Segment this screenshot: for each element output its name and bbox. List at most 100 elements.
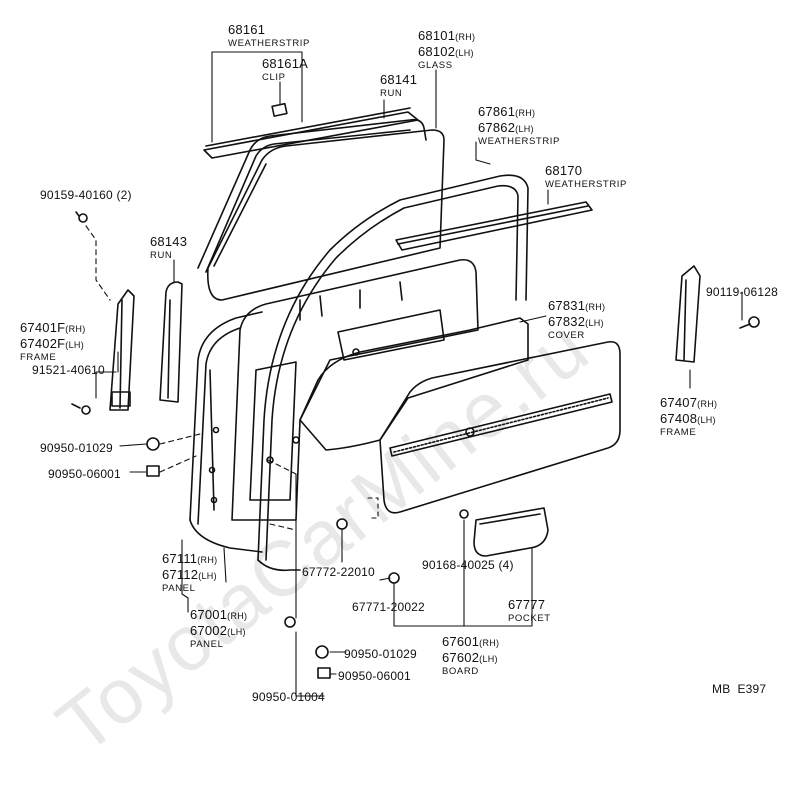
part-name: PANEL (162, 583, 196, 594)
part-number: 67602 (442, 650, 480, 665)
callout-67771: 67771-20022 (352, 599, 425, 615)
side-code: (LH) (479, 654, 498, 664)
callout-68161a: 68161A CLIP (262, 56, 308, 83)
callout-90119: 90119-06128 (706, 284, 778, 300)
panel-67111 (231, 258, 479, 521)
callout-67401f: 67401F(RH) 67402F(LH) FRAME (20, 320, 86, 363)
part-number: 67408 (660, 411, 698, 426)
part-name: GLASS (418, 60, 453, 71)
part-number: 67112 (162, 567, 199, 582)
callout-90950-06001-bottom: 90950-06001 (338, 668, 411, 684)
side-code: (RH) (585, 302, 606, 312)
frame-67401f (109, 289, 135, 411)
part-number: 90159-40160 (2) (40, 188, 132, 202)
part-name: RUN (380, 88, 403, 99)
run-68143 (159, 281, 183, 403)
side-code: (RH) (197, 555, 218, 565)
part-number: 68170 (545, 163, 583, 178)
part-name: WEATHERSTRIP (545, 179, 627, 190)
part-number: 67407 (660, 395, 698, 410)
part-number: 68102 (418, 44, 456, 59)
part-name: PANEL (190, 639, 224, 650)
part-name: POCKET (508, 613, 551, 624)
part-number: 90119-06128 (706, 285, 779, 299)
cover-67831 (299, 317, 529, 451)
side-code: (LH) (227, 627, 246, 637)
part-number: 67001 (190, 607, 228, 622)
part-number: 90950-06001 (338, 669, 411, 683)
callout-90159: 90159-40160 (2) (40, 187, 132, 203)
part-number: 90950-01029 (344, 647, 417, 661)
part-number: 68101 (418, 28, 456, 43)
weatherstrip-67861 (257, 174, 529, 572)
part-number: 67772-22010 (302, 565, 375, 579)
frame-67407 (675, 265, 701, 363)
part-number: 67601 (442, 634, 480, 649)
callout-90950-01029-bottom: 90950-01029 (344, 646, 417, 662)
callout-91521: 91521-40610 (32, 362, 105, 378)
part-name: COVER (548, 330, 585, 341)
clip-68161a (271, 102, 288, 117)
callout-67861: 67861(RH) 67862(LH) WEATHERSTRIP (478, 104, 560, 147)
callout-68101: 68101(RH) 68102(LH) GLASS (418, 28, 475, 71)
callout-67772: 67772-22010 (302, 564, 375, 580)
part-number: 90950-01004 (252, 690, 325, 704)
part-name: CLIP (262, 72, 286, 83)
pocket-67777 (473, 507, 549, 557)
part-number: 90950-06001 (48, 467, 121, 481)
part-number: 68143 (150, 234, 188, 249)
board-67601 (379, 340, 621, 514)
part-number: 67111 (162, 551, 198, 566)
side-code: (LH) (198, 571, 217, 581)
side-code: (RH) (697, 399, 718, 409)
callout-90950-01004: 90950-01004 (252, 689, 325, 705)
side-code: (RH) (515, 108, 536, 118)
part-name: BOARD (442, 666, 479, 677)
side-code: (LH) (515, 124, 534, 134)
diagram-code-text: MB E397 (712, 682, 767, 696)
part-name: FRAME (20, 352, 57, 363)
callout-67777: 67777 POCKET (508, 597, 551, 624)
side-code: (LH) (697, 415, 716, 425)
callout-67001: 67001(RH) 67002(LH) PANEL (190, 607, 247, 650)
callout-68141: 68141 RUN (380, 72, 417, 99)
side-code: (LH) (65, 340, 84, 350)
callout-68161: 68161 WEATHERSTRIP (228, 22, 310, 49)
part-number: 90168-40025 (4) (422, 558, 514, 572)
callout-67111: 67111(RH) 67112(LH) PANEL (162, 551, 217, 594)
side-code: (LH) (455, 48, 474, 58)
part-number: 67401F (20, 320, 66, 335)
side-code: (RH) (479, 638, 500, 648)
part-number: 67002 (190, 623, 228, 638)
diagram-code: MB E397 (712, 681, 766, 697)
part-name: WEATHERSTRIP (478, 136, 560, 147)
part-name: RUN (150, 250, 173, 261)
part-number: 67402F (20, 336, 66, 351)
callout-90950-01029-left: 90950-01029 (40, 440, 113, 456)
part-name: FRAME (660, 427, 697, 438)
side-code: (LH) (585, 318, 604, 328)
part-number: 90950-01029 (40, 441, 113, 455)
side-code: (RH) (455, 32, 476, 42)
side-code: (RH) (227, 611, 248, 621)
run-68141 (197, 118, 427, 273)
weatherstrip-68170 (395, 201, 593, 251)
glass-68101 (206, 129, 445, 301)
side-code: (RH) (65, 324, 86, 334)
callout-90168: 90168-40025 (4) (422, 557, 514, 573)
callout-67601: 67601(RH) 67602(LH) BOARD (442, 634, 499, 677)
part-number: 68161A (262, 56, 309, 71)
leader-lines (85, 51, 743, 697)
panel-67001 (189, 311, 263, 553)
part-number: 67862 (478, 120, 516, 135)
part-number: 68141 (380, 72, 418, 87)
part-number: 68161 (228, 22, 266, 37)
part-number: 67832 (548, 314, 586, 329)
part-number: 67771-20022 (352, 600, 425, 614)
callout-67831: 67831(RH) 67832(LH) COVER (548, 298, 605, 341)
callout-90950-06001-left: 90950-06001 (48, 466, 121, 482)
callout-67407: 67407(RH) 67408(LH) FRAME (660, 395, 717, 438)
callout-68170: 68170 WEATHERSTRIP (545, 163, 627, 190)
